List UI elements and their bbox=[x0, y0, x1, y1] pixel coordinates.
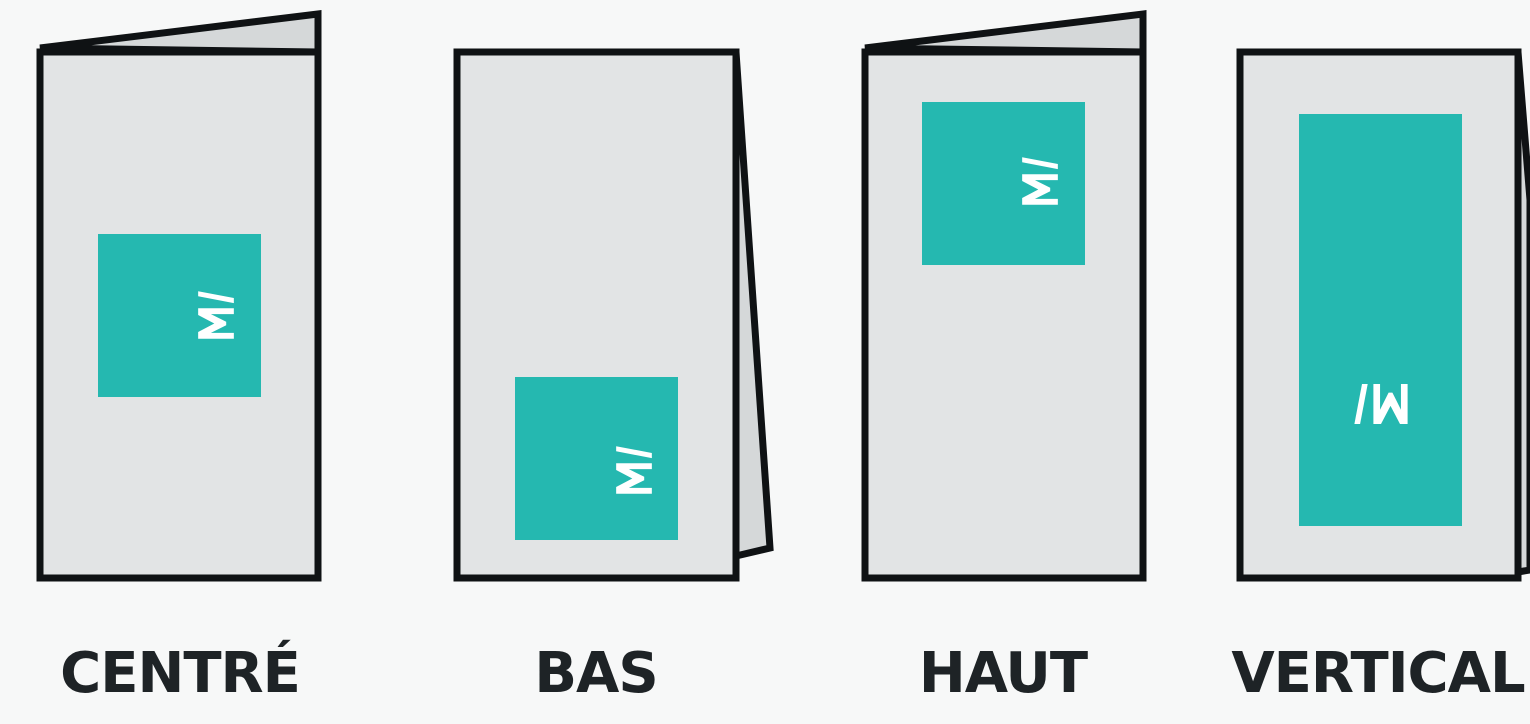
leaflet-top-flap bbox=[865, 14, 1143, 52]
caption-centre: CENTRÉ bbox=[30, 638, 330, 710]
caption-haut: HAUT bbox=[853, 638, 1153, 710]
logo-block bbox=[1299, 114, 1462, 526]
caption-vertical: VERTICAL bbox=[1226, 638, 1530, 710]
logo-block bbox=[922, 102, 1085, 265]
leaflet-bas bbox=[457, 52, 770, 578]
logo-block bbox=[515, 377, 678, 540]
caption-bas: BAS bbox=[446, 638, 746, 710]
leaflet-haut bbox=[865, 14, 1143, 578]
leaflet-side-flap bbox=[736, 52, 770, 556]
logo-block bbox=[98, 234, 261, 397]
leaflet-centre bbox=[40, 14, 318, 578]
leaflet-vertical bbox=[1240, 52, 1530, 578]
leaflet-top-flap bbox=[40, 14, 318, 52]
